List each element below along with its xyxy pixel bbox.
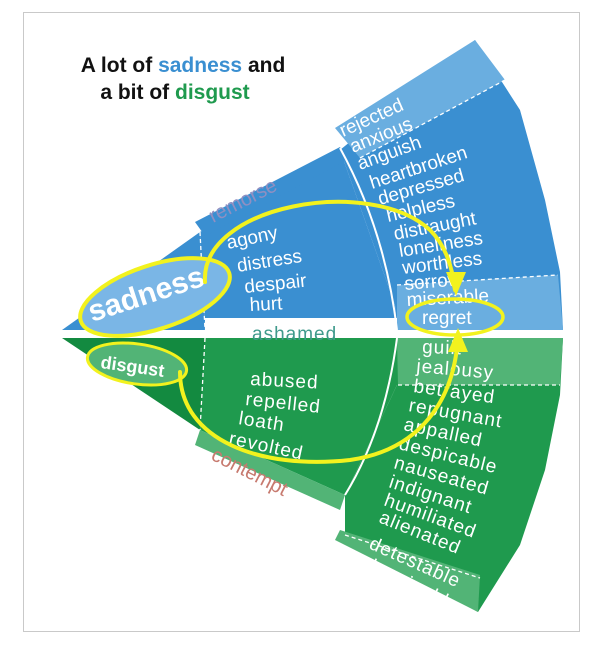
disgust-inner-band <box>200 338 397 495</box>
arc-separators <box>339 147 398 496</box>
disgust-inner-words: abused repelled loath revolted <box>227 369 322 465</box>
contempt-band <box>195 430 345 510</box>
word-abused: abused <box>250 369 319 394</box>
title-line-1: A lot of sadness and <box>81 54 286 77</box>
disgust-outer-band <box>345 338 563 612</box>
yellow-arrows <box>178 199 460 464</box>
title-line-2: a bit of disgust <box>100 81 249 104</box>
figure-frame <box>23 12 580 632</box>
word-regret: regret <box>422 308 472 329</box>
sadness-core-oval <box>78 256 232 338</box>
disgust-outer-top-light <box>397 338 563 385</box>
arrowhead-sadness <box>446 272 466 296</box>
sadness-outer-top-light <box>335 40 505 158</box>
disgust-core-oval <box>85 341 189 387</box>
disgust-outer-bottom-light <box>335 530 480 612</box>
regret-oval <box>405 297 505 337</box>
sadness-inner-band <box>200 150 397 330</box>
sadness-to-regret-loop <box>202 199 457 292</box>
disgust-to-regret-loop <box>178 333 460 464</box>
word-hurt: hurt <box>249 293 284 316</box>
ashamed-label: ashamed <box>252 324 337 345</box>
remorse-band <box>195 147 347 236</box>
sadness-inner-words: agony distress despair hurt <box>225 222 308 316</box>
arrowhead-disgust <box>448 328 468 352</box>
